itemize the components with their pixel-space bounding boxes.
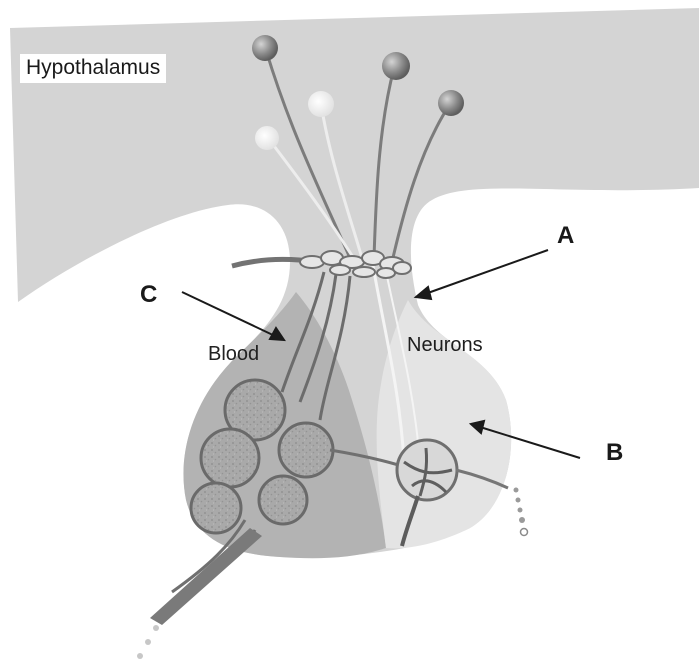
neuron-cell-body bbox=[255, 126, 279, 150]
marker-c-label: C bbox=[140, 281, 157, 309]
neuron-cell-body bbox=[252, 35, 278, 61]
efferent-vein bbox=[150, 528, 262, 625]
neuron-cell-body bbox=[308, 91, 334, 117]
neuron-cell-body bbox=[382, 52, 410, 80]
blood-label: Blood bbox=[208, 343, 259, 366]
marker-b-label: B bbox=[606, 439, 623, 467]
marker-a-label: A bbox=[557, 222, 574, 250]
neurons-label: Neurons bbox=[407, 334, 483, 357]
hormone-droplets bbox=[514, 488, 528, 536]
neuron-cell-body bbox=[438, 90, 464, 116]
hypothalamus-label: Hypothalamus bbox=[20, 54, 166, 83]
